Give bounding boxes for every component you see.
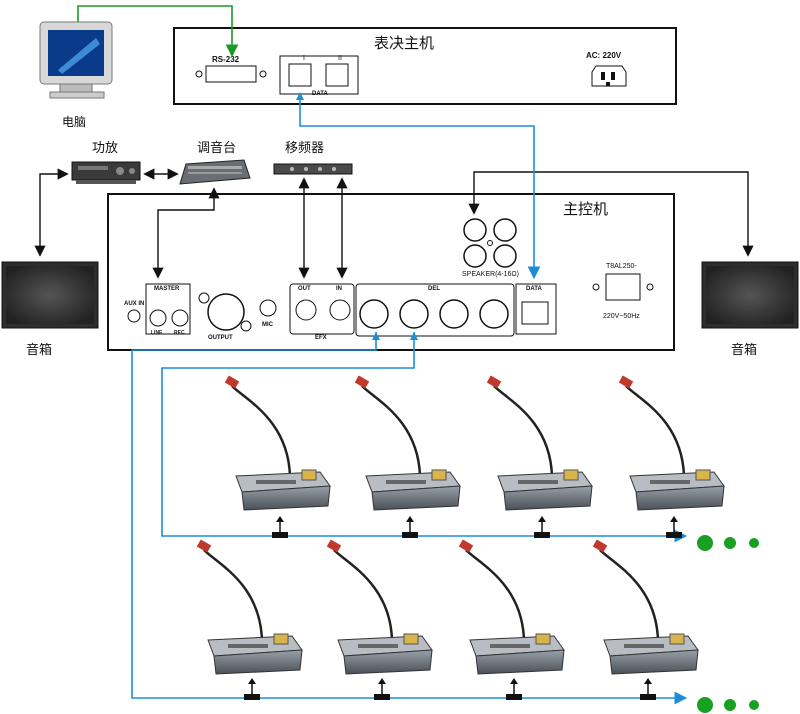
rec-jack	[171, 309, 189, 327]
speaker-terminal	[493, 244, 517, 268]
screw-icon	[259, 70, 267, 78]
controller-data-port	[521, 301, 549, 325]
fuse-label: T8AL250-	[606, 263, 637, 270]
voting-host-label: 表决主机	[374, 34, 434, 52]
ac-socket	[591, 65, 627, 87]
efx-label: EFX	[315, 335, 327, 341]
continuation-dots	[697, 535, 759, 713]
power-socket	[605, 273, 641, 301]
rs232-cable	[77, 5, 239, 58]
speaker-terminal	[463, 244, 487, 268]
del-port-2	[399, 299, 429, 329]
speaker-left-label: 音箱	[26, 342, 52, 358]
delegate-unit	[196, 539, 303, 700]
mixer	[179, 159, 251, 185]
del-port-3	[439, 299, 469, 329]
controller-data-label: DATA	[526, 286, 542, 292]
line-jack	[149, 309, 167, 327]
mic-head-icon	[326, 539, 342, 553]
efx-group	[289, 283, 355, 335]
ac-label: AC: 220V	[586, 51, 622, 60]
speaker-cable	[468, 171, 754, 257]
voting-host-panel	[173, 27, 677, 105]
aux-in-label: AUX IN	[124, 301, 144, 307]
computer-label: 电脑	[62, 115, 86, 129]
delegate-unit	[354, 375, 461, 538]
out-label: OUT	[298, 286, 311, 292]
screw-icon	[195, 70, 203, 78]
data-port-1-label: I	[303, 55, 305, 62]
speaker-right-label: 音箱	[731, 342, 757, 358]
del-group	[355, 283, 515, 337]
mic-jack	[259, 299, 277, 317]
output-label: OUTPUT	[208, 335, 233, 341]
efx-out-jack	[295, 299, 317, 321]
mic-head-icon	[354, 375, 370, 389]
data-port-2	[325, 63, 349, 87]
mic-head-icon	[592, 539, 608, 553]
master-group	[145, 283, 191, 335]
delegate-unit	[458, 539, 565, 700]
mic-head-icon	[618, 375, 634, 389]
speaker-left	[1, 261, 99, 329]
main-controller-label: 主控机	[563, 200, 608, 218]
data-port-1	[288, 63, 312, 87]
data-label: DATA	[312, 91, 328, 97]
efx-in-jack	[329, 299, 351, 321]
power-label: 220V~50Hz	[603, 313, 640, 320]
mic-label: MIC	[262, 322, 274, 328]
delegate-unit	[618, 375, 725, 538]
data-group	[515, 283, 557, 335]
delegate-unit	[224, 375, 331, 538]
computer	[39, 21, 113, 99]
del-port-1	[359, 299, 389, 329]
speaker-right	[701, 261, 799, 329]
output-xlr	[207, 293, 245, 331]
mic-head-icon	[486, 375, 502, 389]
mic-head-icon	[458, 539, 474, 553]
master-label: MASTER	[154, 286, 180, 292]
data-port-group	[279, 55, 359, 95]
rs232-label: RS-232	[212, 55, 240, 64]
amplifier	[71, 161, 141, 184]
delegate-unit	[592, 539, 699, 700]
amplifier-label: 功放	[92, 141, 118, 156]
delegate-unit	[326, 539, 433, 700]
amp-speaker-cable	[34, 168, 69, 257]
mic-head-icon	[196, 539, 212, 553]
aux-in-jack	[127, 309, 141, 323]
line-label: LINE	[151, 330, 163, 336]
rec-label: REC	[174, 330, 185, 336]
data-port-2-label: II	[338, 55, 342, 62]
speaker-terminal	[463, 218, 487, 242]
speaker-terminal	[493, 218, 517, 242]
del-port-4	[479, 299, 509, 329]
speaker-label: SPEAKER(4-16Ω)	[462, 271, 519, 278]
del-trunk-row2	[131, 332, 688, 705]
frequency-shifter-label: 移频器	[285, 141, 324, 156]
del-trunk-row1	[161, 332, 688, 543]
del-label: DEL	[428, 286, 440, 292]
data-cable	[299, 98, 541, 280]
delegate-unit	[486, 375, 593, 538]
in-label: IN	[336, 286, 342, 292]
mixer-label: 调音台	[197, 140, 236, 156]
rs232-port	[205, 65, 257, 83]
mixer-master-cable	[152, 187, 220, 279]
mic-head-icon	[224, 375, 240, 389]
frequency-shifter	[273, 163, 353, 175]
